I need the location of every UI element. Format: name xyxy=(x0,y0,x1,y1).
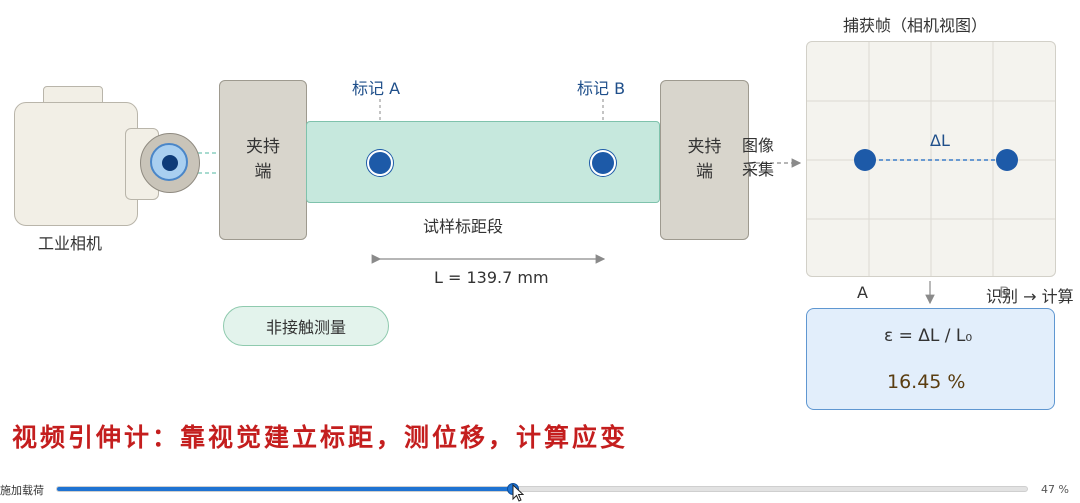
mouse-cursor-icon xyxy=(512,484,524,502)
progress-fill xyxy=(57,487,513,491)
camera-view-frame xyxy=(806,41,1056,277)
camera-body xyxy=(14,102,138,226)
strain-result-box xyxy=(806,308,1055,410)
load-progress-slider[interactable] xyxy=(56,483,1028,495)
acquisition-line2: 采集 xyxy=(742,160,775,179)
view-point-a-label: A xyxy=(857,283,868,302)
delta-l-label: ΔL xyxy=(930,131,950,150)
camera-label: 工业相机 xyxy=(38,234,103,253)
gauge-length-label: L = 139.7 mm xyxy=(434,268,549,287)
view-point-a xyxy=(854,149,876,171)
marker-b-dot xyxy=(590,150,616,176)
video-caption: 视频引伸计：靠视觉建立标距，测位移，计算应变 xyxy=(12,423,629,452)
acquisition-label: 图像 采集 xyxy=(742,134,774,182)
view-point-b xyxy=(996,149,1018,171)
grip-left: 夹持 端 xyxy=(219,80,307,240)
camera-view-grid xyxy=(807,42,1055,276)
strain-formula: ε = ΔL / L₀ xyxy=(884,326,973,346)
lens-glass xyxy=(150,143,188,181)
camera-view-title: 捕获帧（相机视图） xyxy=(843,16,988,35)
specimen-section-label: 试样标距段 xyxy=(423,217,504,236)
view-point-b-label: B xyxy=(999,283,1010,302)
grip-left-line2: 端 xyxy=(254,162,272,182)
progress-percent: 47 % xyxy=(1041,483,1069,496)
grip-right-line1: 夹持 xyxy=(687,137,722,157)
grip-right-line2: 端 xyxy=(696,162,713,182)
acquisition-line1: 图像 xyxy=(742,136,775,155)
marker-b-label: 标记 B xyxy=(577,79,626,98)
strain-value: 16.45 % xyxy=(887,371,966,393)
grip-right: 夹持 端 xyxy=(660,80,749,240)
progress-label: 施加载荷 xyxy=(0,484,44,497)
marker-a-label: 标记 A xyxy=(352,79,401,98)
recognize-calc-label: 识别 → 计算 xyxy=(986,287,1074,306)
grip-left-line1: 夹持 xyxy=(246,137,280,157)
contactless-badge: 非接触测量 xyxy=(223,306,389,346)
lens-core xyxy=(162,155,178,171)
marker-a-dot xyxy=(367,150,393,176)
